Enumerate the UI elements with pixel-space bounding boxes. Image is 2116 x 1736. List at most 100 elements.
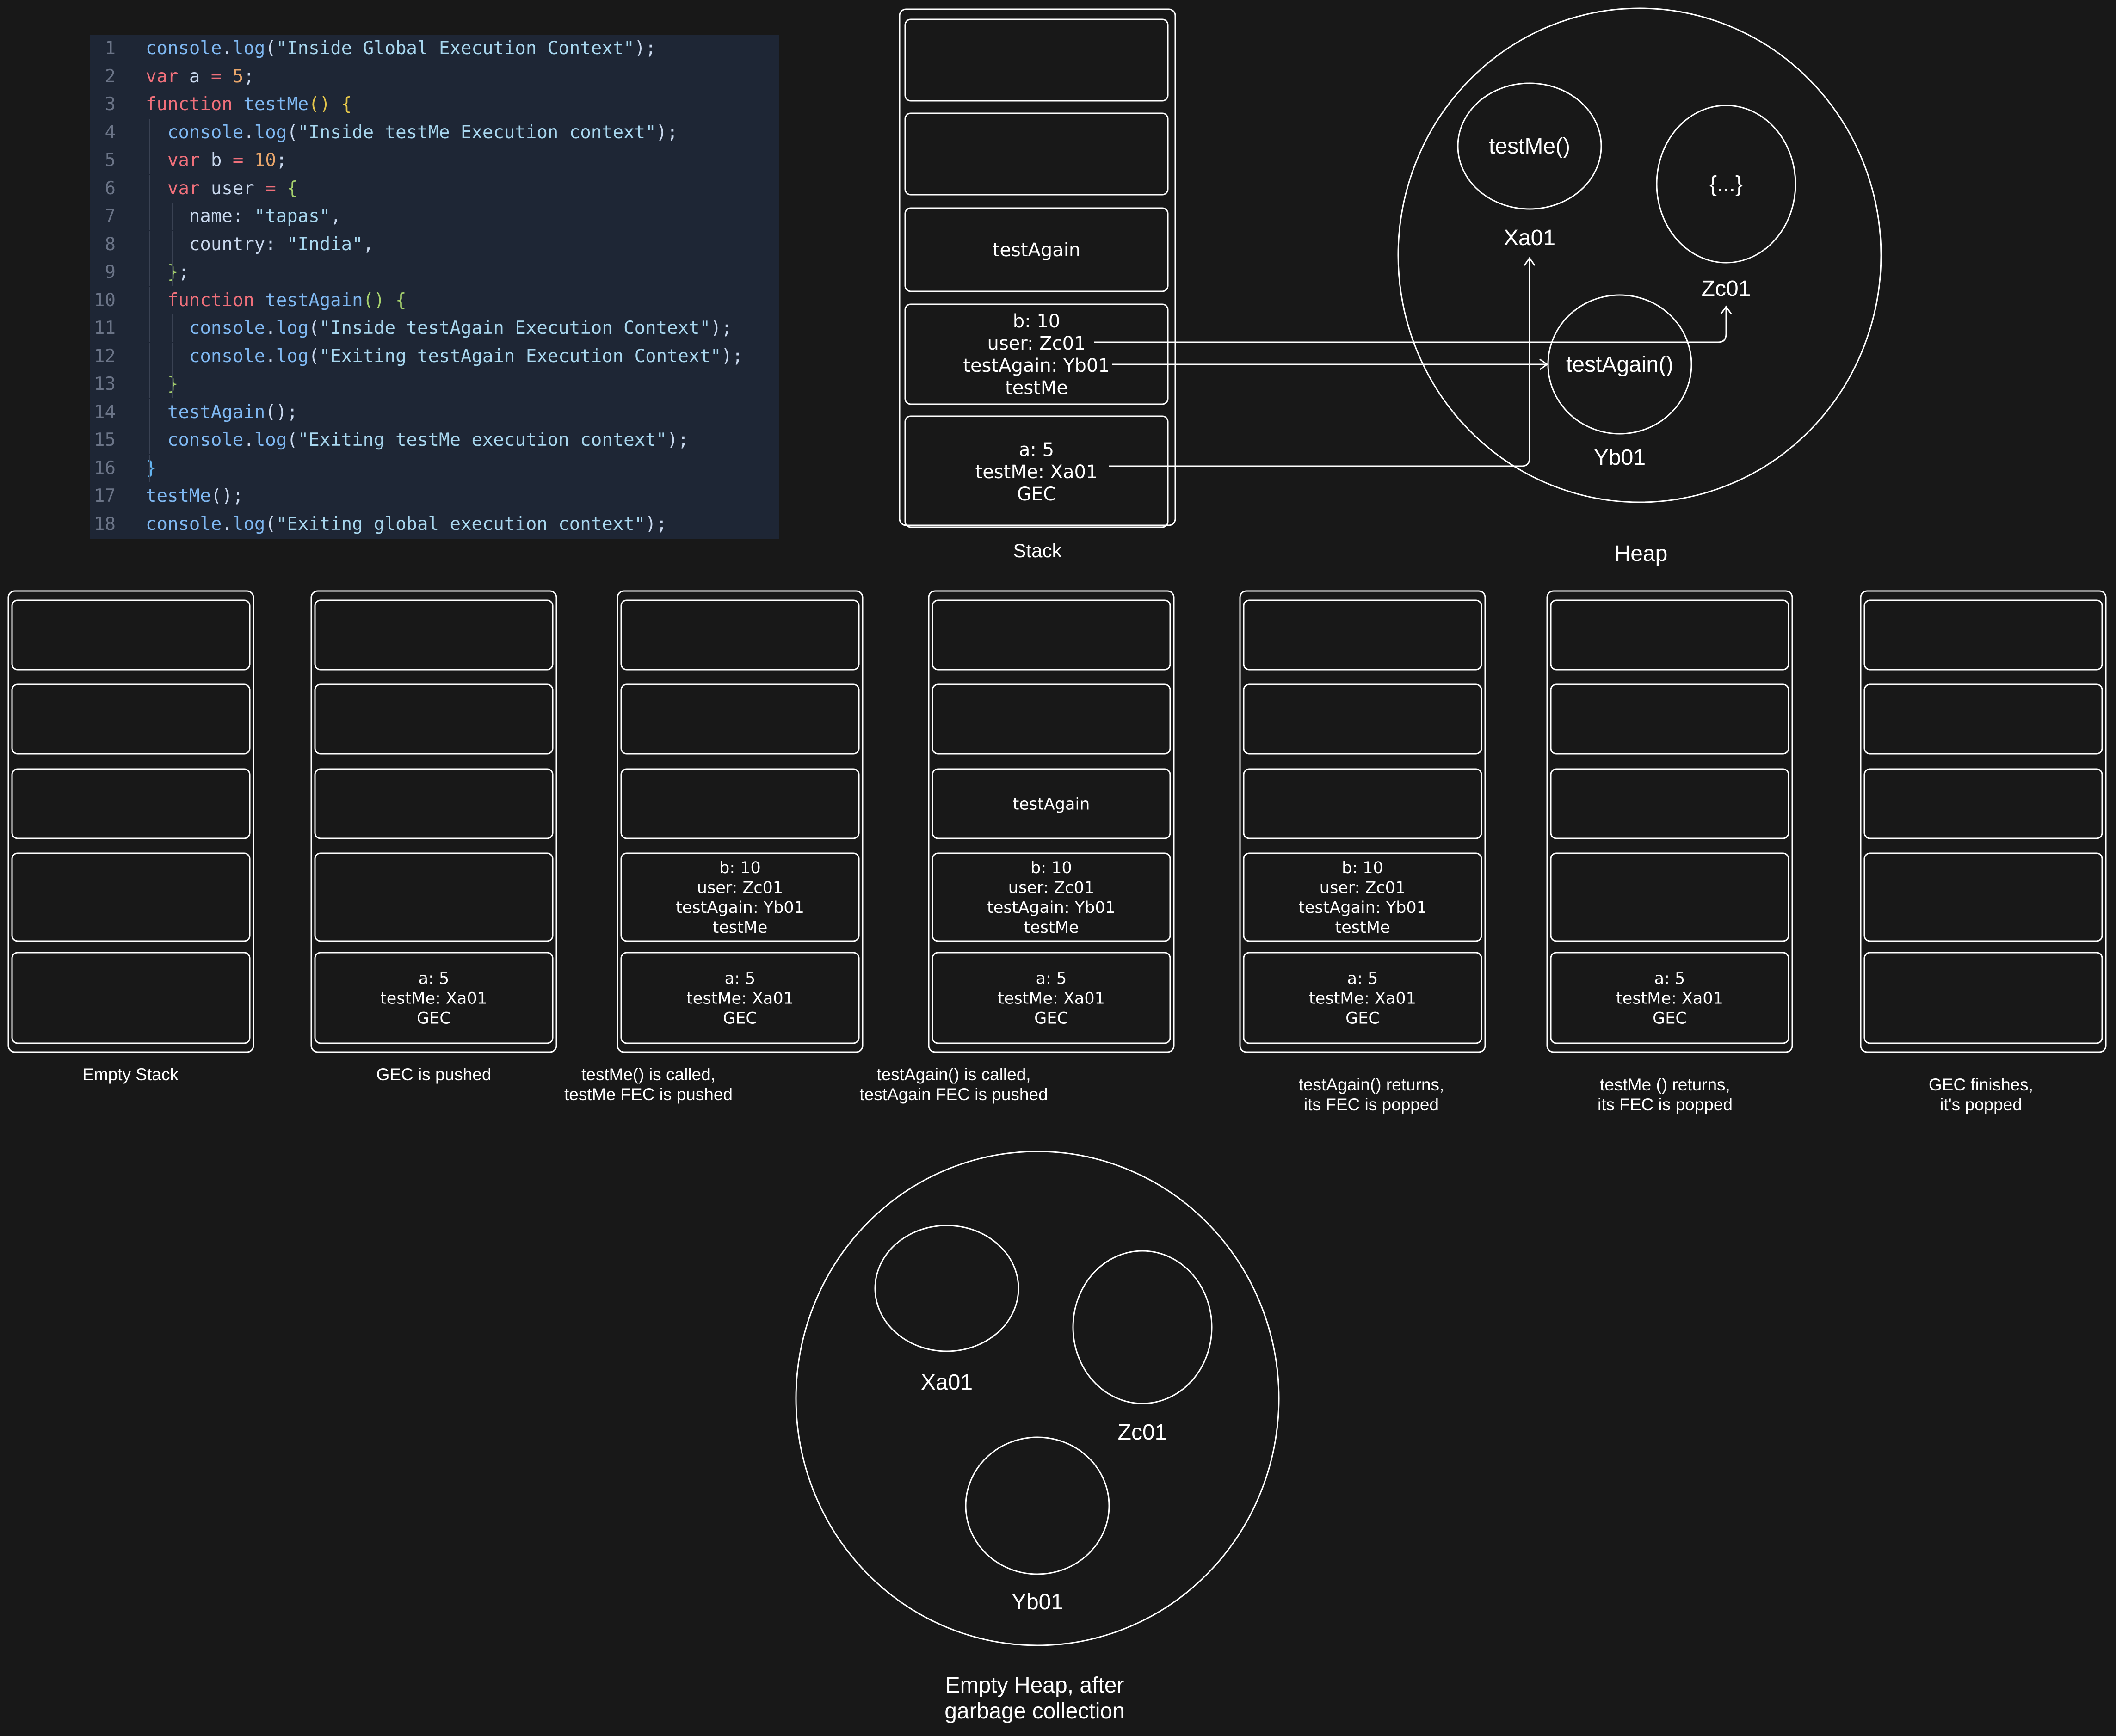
frame-box [1863,852,2103,942]
indent-guide [149,342,150,370]
frame-box [1243,599,1482,671]
line-number: 17 [94,486,116,506]
frame-text: testMe: Xa01 [1616,989,1723,1008]
indent-guide [149,230,150,259]
frame-text: testAgain: Yb01 [987,899,1116,917]
step-caption: testMe() is called, [581,1065,716,1084]
empty-heap-caption: Empty Heap, after [945,1673,1124,1698]
heap-object [1457,82,1602,210]
code-text: console.log("Exiting testMe execution co… [167,430,689,450]
frame-text: GEC [1653,1009,1687,1028]
heap-object [965,1436,1110,1575]
stack-frame [932,599,1171,671]
frame-text: a: 5 [1347,969,1378,988]
arrow-user-to-Zc01 [1094,308,1727,343]
frame-text: a: 5 [725,969,756,988]
heap-address: Zc01 [1702,277,1751,301]
code-text: function testAgain() { [167,289,407,311]
line-number: 18 [94,513,116,535]
indent-guide [149,118,150,147]
code-text: console.log("Inside testAgain Execution … [189,318,732,339]
step-caption: GEC is pushed [376,1065,492,1084]
frame-text: GEC [723,1009,757,1028]
stack-caption: Stack [1013,540,1062,561]
step-caption: it's popped [1940,1095,2022,1114]
code-line: 13 } [90,370,779,398]
frame-box [1243,683,1482,755]
step-caption: testMe () returns, [1600,1075,1730,1094]
heap-object-label: testAgain() [1566,352,1673,377]
stack-frame [620,768,860,839]
arrow-head [1524,257,1536,266]
stack-frame [620,599,860,671]
heap-address: Xa01 [1504,226,1555,250]
heap-address: Xa01 [921,1370,973,1395]
stack-outline [1860,590,2107,1053]
frame-text: GEC [1345,1009,1380,1028]
frame-text: testMe: Xa01 [1309,989,1416,1008]
heap-address: Yb01 [1594,445,1646,470]
stack-frame [1863,952,2103,1044]
line-number: 1 [105,38,116,59]
stack-frame [1863,852,2103,942]
line-number: 11 [94,318,116,339]
code-text: testAgain(); [167,401,298,423]
line-number: 14 [94,401,116,423]
frame-box [1550,683,1789,755]
frame-text: b: 10 [719,859,761,877]
frame-text: testMe: Xa01 [998,989,1105,1008]
code-line: 11 console.log("Inside testAgain Executi… [90,314,779,342]
stack-frame [1243,768,1482,839]
indent-guide [149,286,150,314]
line-number: 13 [94,374,116,394]
line-number: 16 [94,457,116,479]
step-caption: GEC finishes, [1929,1075,2033,1094]
heap-boundary [1397,7,1882,503]
indent-guide [172,259,173,286]
line-number: 12 [94,345,116,367]
frame-text: testAgain: Yb01 [963,355,1110,376]
frame-text: b: 10 [1013,311,1060,332]
stack-outline [928,590,1175,1053]
frame-box [1550,952,1789,1044]
code-line: 14 testAgain(); [90,398,779,426]
frame-text: a: 5 [1019,439,1054,461]
indent-guide [149,174,150,203]
frame-box [904,18,1169,102]
stack-frame [1550,768,1789,839]
code-line: 8 country: "India", [90,230,779,259]
stack-outline [1546,590,1793,1053]
frame-box [1863,952,2103,1044]
stack-frame [620,683,860,755]
indent-guide [172,314,173,342]
frame-box [932,852,1171,942]
code-line: 6 var user = { [90,174,779,203]
frame-box [620,683,860,755]
frame-text: GEC [417,1009,451,1028]
arrow-head [1539,358,1548,370]
code-text: testMe(); [146,486,244,506]
code-line: 4 console.log("Inside testMe Execution c… [90,118,779,147]
frame-box [11,599,251,671]
frame-text: a: 5 [419,969,450,988]
stack-frame [1863,768,2103,839]
stack-frame [1550,599,1789,671]
stack-frame [1863,683,2103,755]
line-number: 4 [105,122,116,143]
frame-text: testAgain [993,240,1081,261]
frame-text: GEC [1017,484,1056,505]
heap-object-label: {...} [1709,172,1743,197]
step-caption: testAgain() returns, [1299,1075,1444,1094]
indent-guide [149,398,150,426]
stack-frame [314,599,554,671]
